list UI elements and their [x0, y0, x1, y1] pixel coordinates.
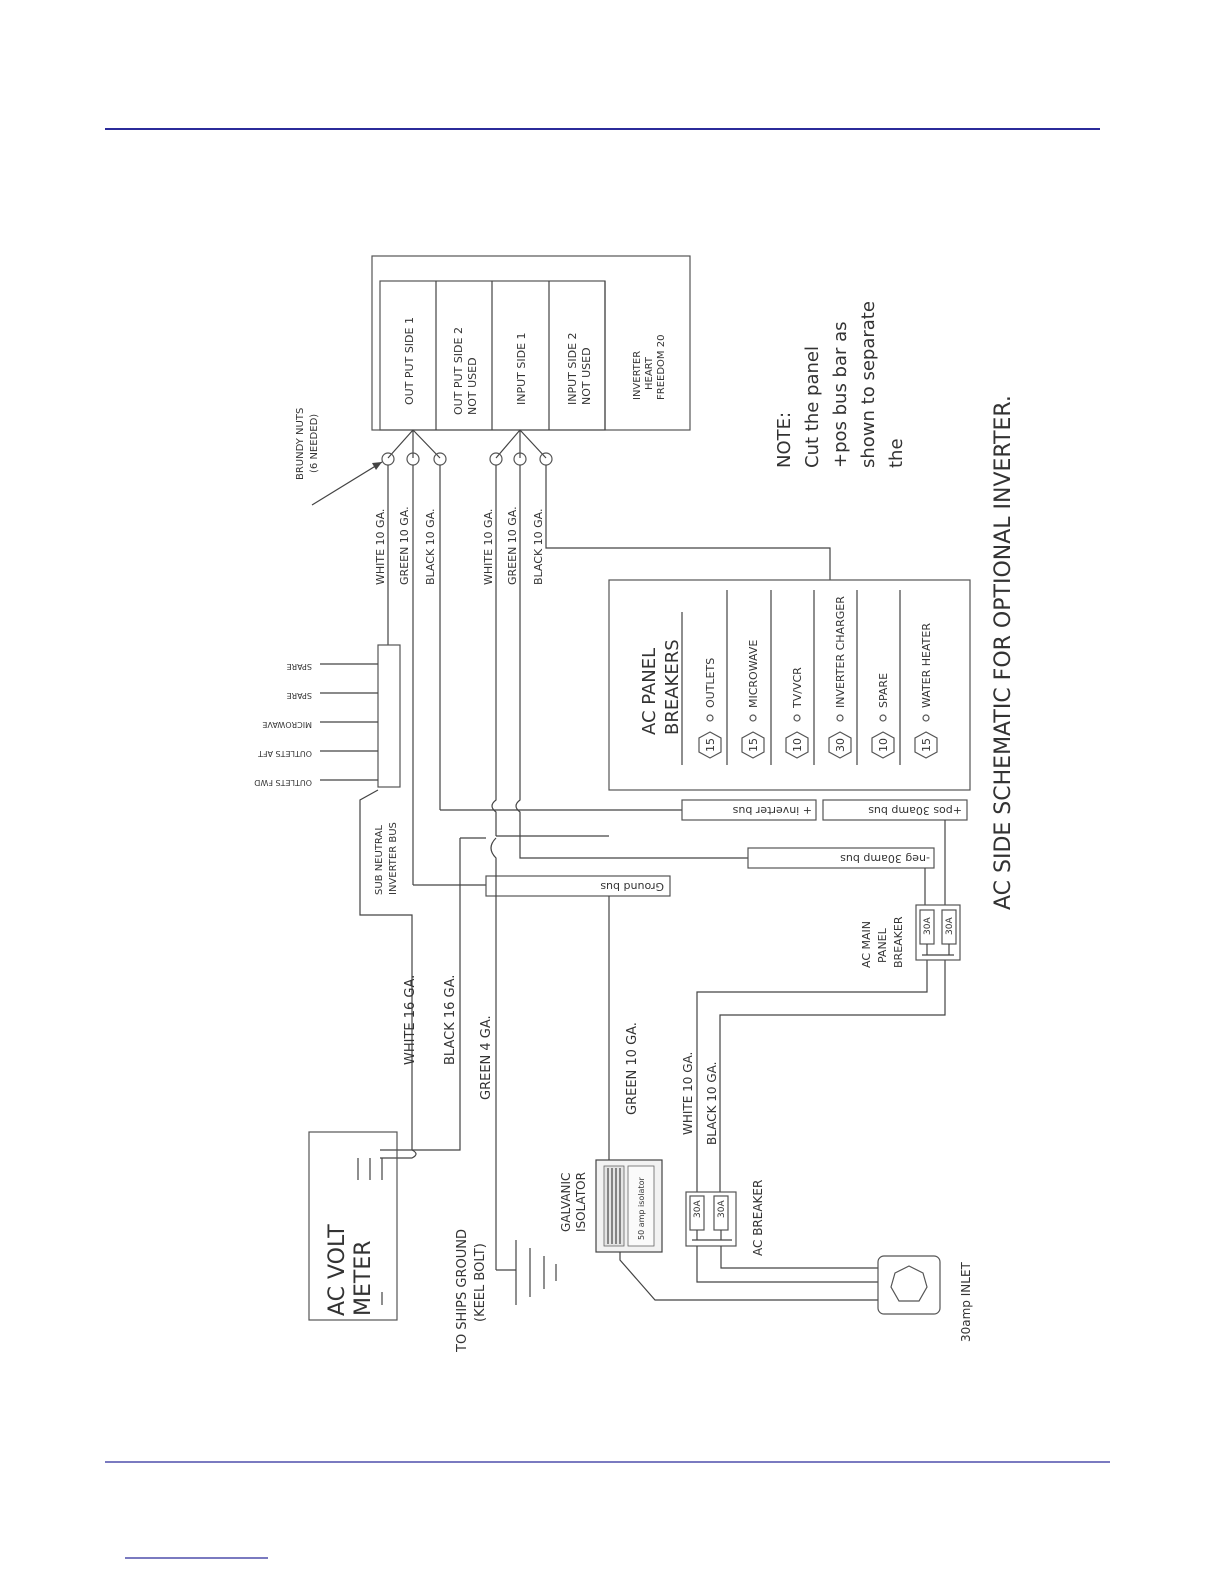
schematic-title: AC SIDE SCHEMATIC FOR OPTIONAL INVERTER.: [991, 395, 1016, 910]
breaker-amps: 10: [877, 738, 890, 752]
out-green-label: GREEN 10 GA.: [398, 506, 411, 585]
ac-breaker-label: AC BREAKER: [751, 1180, 765, 1256]
inverter-model-line-2: HEART: [644, 356, 655, 390]
breaker-tv-vcr: TV/VCR 10: [785, 667, 809, 759]
galvanic-label-1: GALVANIC: [559, 1173, 573, 1232]
breaker-label: OUTLETS: [704, 658, 717, 708]
inverter-bus: [681, 799, 817, 821]
in-green-label: GREEN 10 GA.: [506, 506, 519, 585]
in-white-label: WHITE 10 GA.: [482, 509, 495, 585]
inverter-input-side-1: INPUT SIDE 1: [515, 332, 528, 405]
inlet-black-label: BLACK 10 GA.: [705, 1062, 719, 1145]
inverter-model-line-1: INVERTER: [632, 351, 643, 400]
ac-panel-breakers: AC PANEL BREAKERS OUTLETS 15 MICROWAVE 1…: [608, 579, 971, 791]
panel-title-line-2: BREAKERS: [662, 639, 683, 735]
note-line-1: Cut the panel: [802, 346, 823, 468]
inverter-bus-label: + inverter bus: [732, 804, 812, 817]
sub-neutral-tap-4: OUTLETS AFT: [258, 749, 312, 758]
ground-bus-label: Ground bus: [600, 880, 664, 893]
sub-neutral-label-2: INVERTER BUS: [388, 822, 399, 895]
pos-30amp-bus-label: +pos 30amp bus: [868, 804, 962, 817]
breaker-label: INVERTER CHARGER: [834, 596, 847, 708]
inverter-box: OUT PUT SIDE 1 OUT PUT SIDE 2 NOT USED I…: [371, 255, 691, 431]
note-line-2: +pos bus bar as: [830, 321, 851, 468]
ground-green-label: GREEN 4 GA.: [479, 1015, 494, 1100]
ground-bus: [485, 875, 671, 897]
sub-neutral-label-1: SUB NEUTRAL: [374, 825, 385, 895]
ac-breaker: 30A 30A AC BREAKER: [685, 1180, 878, 1283]
breaker-water-heater: WATER HEATER 15: [914, 623, 938, 759]
brundy-nuts: BRUNDY NUTS (6 NEEDED): [295, 408, 553, 506]
brundy-nuts-count: (6 NEEDED): [309, 414, 320, 473]
inverter-output-side-2: OUT PUT SIDE 2: [452, 327, 465, 415]
bus-bars: + inverter bus +pos 30amp bus -neg 30amp…: [485, 799, 968, 897]
breaker-amps: 10: [791, 738, 804, 752]
galvanic-device-text: 50 amp isolator: [637, 1177, 646, 1240]
inverter-wire-runs: WHITE 10 GA. GREEN 10 GA. BLACK 10 GA. W…: [374, 465, 831, 886]
note-line-3: shown to separate: [858, 301, 879, 468]
sub-neutral-bus: SPARE SPARE MICROWAVE OUTLETS AFT OUTLET…: [254, 644, 417, 1159]
ac-volt-meter: AC VOLT METER: [308, 1131, 398, 1321]
ac-main-panel-breaker: 30A 30A AC MAIN PANEL BREAKER: [860, 904, 961, 968]
in-black-label: BLACK 10 GA.: [532, 509, 545, 586]
shore-power-inlet: 30amp INLET: [877, 1255, 973, 1342]
sub-neutral-tap-1: SPARE: [287, 662, 312, 671]
meter-black-label: BLACK 16 GA.: [443, 975, 458, 1065]
ships-ground-label-2: (KEEL BOLT): [473, 1243, 488, 1322]
breaker-microwave: MICROWAVE 15: [741, 640, 765, 759]
inverter-output-side-1: OUT PUT SIDE 1: [403, 317, 416, 405]
breaker-amps: 15: [920, 738, 933, 752]
main-breaker-label-2: PANEL: [876, 927, 889, 963]
breaker-amps: 30: [834, 738, 847, 752]
volt-meter-label-2: METER: [351, 1240, 376, 1316]
breaker-spare: SPARE 10: [871, 673, 895, 759]
isolator-green-label: GREEN 10 GA.: [625, 1022, 640, 1115]
neg-30amp-bus: [747, 847, 935, 869]
breaker-label: MICROWAVE: [747, 640, 760, 708]
meter-white-label: WHITE 16 GA.: [403, 975, 418, 1065]
pos-30amp-bus: [822, 799, 968, 821]
breaker-label: WATER HEATER: [920, 623, 933, 708]
main-breaker-label-3: BREAKER: [892, 916, 905, 968]
galvanic-label-2: ISOLATOR: [574, 1172, 588, 1232]
sub-neutral-tap-2: SPARE: [287, 691, 312, 700]
sub-neutral-tap-5: OUTLETS FWD: [254, 778, 312, 787]
inverter-output-side-2-note: NOT USED: [466, 357, 479, 415]
neg-30amp-bus-label: -neg 30amp bus: [840, 852, 930, 865]
brundy-nuts-label: BRUNDY NUTS: [295, 408, 306, 480]
out-black-label: BLACK 10 GA.: [424, 509, 437, 586]
panel-title-line-1: AC PANEL: [639, 648, 660, 735]
main-breaker-rating-1: 30A: [923, 917, 933, 935]
breaker-amps: 15: [704, 738, 717, 752]
volt-meter-label-1: AC VOLT: [325, 1224, 350, 1316]
inlet-white-label: WHITE 10 GA.: [681, 1052, 695, 1135]
ac-breaker-rating-2: 30A: [717, 1200, 727, 1218]
main-breaker-label-1: AC MAIN: [860, 921, 873, 968]
bus-wiring: [380, 820, 946, 1270]
galvanic-isolator: 50 amp isolator GALVANIC ISOLATOR: [559, 1159, 878, 1301]
sub-neutral-tap-3: MICROWAVE: [262, 720, 312, 729]
inverter-input-side-2-note: NOT USED: [580, 347, 593, 405]
note-block: NOTE: Cut the panel +pos bus bar as show…: [774, 301, 907, 468]
inverter-model-line-3: FREEDOM 20: [656, 335, 667, 400]
note-title: NOTE:: [774, 412, 795, 468]
out-white-label: WHITE 10 GA.: [374, 509, 387, 585]
ships-ground: TO SHIPS GROUND (KEEL BOLT): [455, 1229, 557, 1353]
breaker-amps: 15: [747, 738, 760, 752]
main-breaker-rating-2: 30A: [945, 917, 955, 935]
ships-ground-label-1: TO SHIPS GROUND: [455, 1229, 470, 1353]
inverter-input-side-2: INPUT SIDE 2: [566, 332, 579, 405]
ac-breaker-rating-1: 30A: [693, 1200, 703, 1218]
inlet-label: 30amp INLET: [959, 1261, 973, 1342]
breaker-outlets: OUTLETS 15: [698, 658, 722, 759]
note-line-4: the: [886, 438, 907, 468]
lower-wire-labels: WHITE 16 GA. BLACK 16 GA. GREEN 4 GA. GR…: [403, 975, 719, 1145]
breaker-label: TV/VCR: [791, 667, 804, 709]
breaker-inverter-charger: INVERTER CHARGER 30: [828, 596, 852, 759]
breaker-label: SPARE: [877, 673, 890, 708]
